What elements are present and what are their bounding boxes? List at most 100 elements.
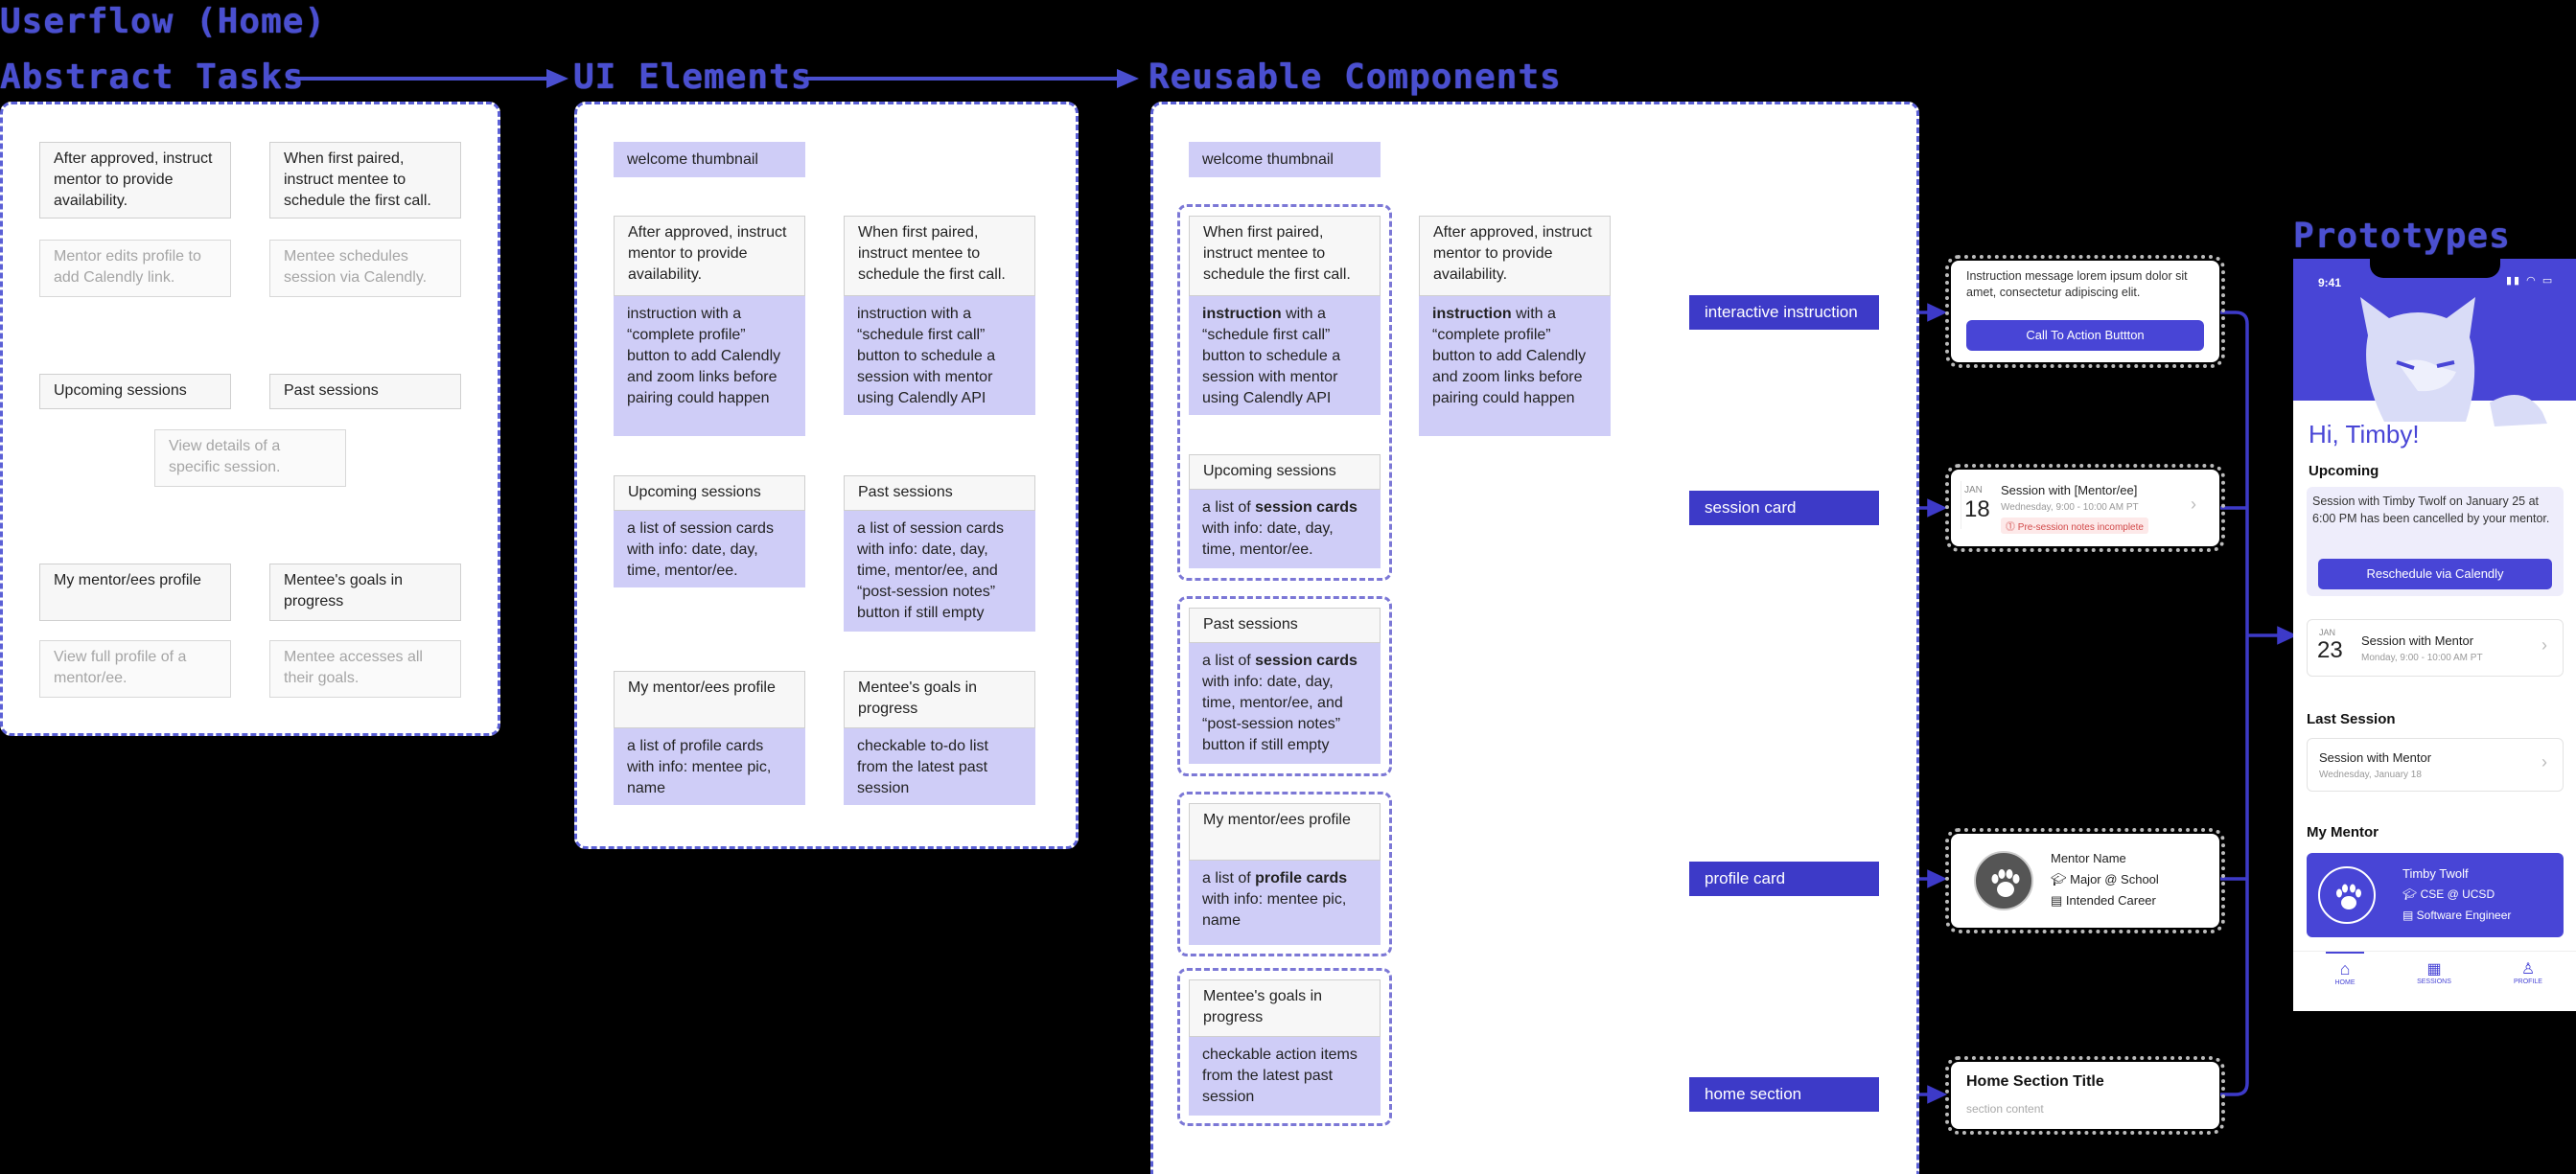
rc-group-instruction-upcoming: [1177, 204, 1392, 581]
bottom-nav: ⌂ HOME ▦ SESSIONS ♙ PROFILE: [2293, 951, 2576, 1011]
warning-icon: ⓵: [2006, 522, 2018, 533]
reschedule-button[interactable]: Reschedule via Calendly: [2318, 559, 2552, 589]
instruction-message: Instruction message lorem ipsum dolor si…: [1966, 269, 2188, 299]
mentor-name: Mentor Name: [2051, 851, 2126, 865]
session-warning: ⓵ Pre-session notes incomplete: [2001, 518, 2148, 534]
proto-home-section: Home Section Title section content: [1945, 1056, 2225, 1135]
rc-past: Past sessions: [1189, 608, 1381, 643]
status-time: 9:41: [2318, 276, 2342, 289]
calendar-icon: ▦: [2426, 961, 2442, 978]
ui-mentee-detail: instruction with a “schedule first call”…: [844, 296, 1035, 415]
rc-profile-detail: a list of profile cards with info: mente…: [1189, 861, 1381, 945]
ui-mentor-task: After approved, instruct mentor to provi…: [614, 216, 805, 296]
chevron-right-icon: ›: [2541, 752, 2547, 771]
mentor-card[interactable]: Timby Twolf 🎓︎ CSE @ UCSD ▤ Software Eng…: [2307, 853, 2564, 937]
subtask-view-session: View details of a specific session.: [154, 429, 346, 487]
ui-past: Past sessions: [844, 475, 1035, 511]
cta-button[interactable]: Call To Action Buttton: [1966, 320, 2204, 351]
session-time: Wednesday, 9:00 - 10:00 AM PT: [2001, 502, 2139, 513]
ui-goals: Mentee's goals in progress: [844, 671, 1035, 728]
rc-group-goals: [1177, 968, 1392, 1126]
proto-session-card: JAN 18 Session with [Mentor/ee] Wednesda…: [1945, 464, 2225, 552]
paw-icon: [2336, 884, 2361, 909]
briefcase-icon: ▤: [2402, 909, 2417, 922]
rc-goals-detail: checkable action items from the latest p…: [1189, 1037, 1381, 1116]
mentor-avatar: [2318, 866, 2376, 924]
component-session-card: session card: [1689, 491, 1879, 525]
task-past-sessions: Past sessions: [269, 374, 461, 409]
rc-profile: My mentor/ees profile: [1189, 803, 1381, 861]
ui-mentor-detail: instruction with a “complete profile” bu…: [614, 296, 805, 436]
last-session-title: Session with Mentor: [2319, 750, 2432, 765]
avatar: [1974, 851, 2033, 910]
rc-mentor-detail: instruction with a “complete profile” bu…: [1419, 296, 1611, 436]
component-home-section: home section: [1689, 1077, 1879, 1112]
briefcase-icon: ▤: [2051, 893, 2066, 908]
my-mentor-heading: My Mentor: [2307, 824, 2379, 840]
section-title-ui: UI Elements: [573, 58, 813, 97]
rc-group-past: [1177, 596, 1392, 776]
session-time: Monday, 9:00 - 10:00 AM PT: [2361, 653, 2483, 663]
chevron-right-icon: ›: [2541, 635, 2547, 655]
session-day: 23: [2317, 637, 2343, 663]
section-title-reusable: Reusable Components: [1149, 58, 1562, 97]
upcoming-session-card[interactable]: JAN 23 Session with Mentor Monday, 9:00 …: [2307, 619, 2564, 677]
rc-goals: Mentee's goals in progress: [1189, 979, 1381, 1037]
wolf-mascot-illustration: [2360, 297, 2547, 426]
proto-profile-card: Mentor Name 🎓︎ Major @ School ▤ Intended…: [1945, 828, 2225, 933]
subtask-access-goals: Mentee accesses all their goals.: [269, 640, 461, 698]
session-title: Session with Mentor: [2361, 633, 2474, 648]
ui-profile-detail: a list of profile cards with info: mente…: [614, 728, 805, 805]
task-mentee-schedule: When first paired, instruct mentee to sc…: [269, 142, 461, 219]
ui-profile: My mentor/ees profile: [614, 671, 805, 728]
mentor-job: ▤ Software Engineer: [2402, 909, 2512, 922]
component-profile-card: profile card: [1689, 862, 1879, 896]
task-mentee-goals: Mentee's goals in progress: [269, 564, 461, 621]
nav-home[interactable]: ⌂ HOME: [2326, 959, 2364, 986]
rc-mentor-task: After approved, instruct mentor to provi…: [1419, 216, 1611, 296]
mentor-name: Timby Twolf: [2402, 866, 2469, 881]
mentor-major: 🎓︎ Major @ School: [2051, 872, 2159, 886]
home-section-title: Home Section Title: [1966, 1073, 2104, 1090]
page-title: Userflow (Home): [0, 2, 327, 41]
last-session-card[interactable]: Session with Mentor Wednesday, January 1…: [2307, 738, 2564, 792]
phone-prototype: 9:41 ▮▮ ◠ ▭ Hi, Timby! Upcoming Session …: [2293, 259, 2576, 1011]
nav-profile[interactable]: ♙ PROFILE: [2504, 959, 2552, 985]
session-day: 18: [1964, 496, 1990, 522]
subtask-mentor-edit: Mentor edits profile to add Calendly lin…: [39, 240, 231, 297]
subtask-mentee-calendly: Mentee schedules session via Calendly.: [269, 240, 461, 297]
task-mentor-profile: My mentor/ees profile: [39, 564, 231, 621]
rc-group-profile: [1177, 792, 1392, 956]
chevron-right-icon[interactable]: ›: [2191, 495, 2196, 514]
paw-icon: [1991, 869, 2020, 897]
task-upcoming-sessions: Upcoming sessions: [39, 374, 231, 409]
nav-sessions[interactable]: ▦ SESSIONS: [2410, 959, 2458, 985]
greeting: Hi, Timby!: [2309, 420, 2420, 449]
rc-mentee-task: When first paired, instruct mentee to sc…: [1189, 216, 1381, 296]
ui-upcoming-detail: a list of session cards with info: date,…: [614, 511, 805, 587]
section-title-prototypes: Prototypes: [2293, 217, 2511, 256]
phone-notch: [2370, 259, 2500, 278]
subtask-view-profile: View full profile of a mentor/ee.: [39, 640, 231, 698]
rc-mentee-detail: instruction with a “schedule first call”…: [1189, 296, 1381, 415]
cancel-notice: Session with Timby Twolf on January 25 a…: [2307, 487, 2564, 596]
home-icon: ⌂: [2339, 959, 2351, 978]
ui-goals-detail: checkable to-do list from the latest pas…: [844, 728, 1035, 805]
status-icons: ▮▮ ◠ ▭: [2506, 275, 2555, 287]
rc-upcoming-detail: a list of session cards with info: date,…: [1189, 490, 1381, 568]
ui-upcoming: Upcoming sessions: [614, 475, 805, 511]
ui-welcome-thumbnail: welcome thumbnail: [614, 142, 805, 177]
graduation-cap-icon: 🎓︎: [2402, 887, 2421, 901]
session-month: JAN: [2319, 628, 2336, 637]
upcoming-heading: Upcoming: [2309, 463, 2379, 479]
session-title: Session with [Mentor/ee]: [2001, 483, 2138, 497]
person-icon: ♙: [2520, 961, 2536, 978]
task-mentor-availability: After approved, instruct mentor to provi…: [39, 142, 231, 219]
graduation-cap-icon: 🎓︎: [2051, 872, 2071, 886]
mentor-career: ▤ Intended Career: [2051, 893, 2156, 908]
component-interactive-instruction: interactive instruction: [1689, 295, 1879, 330]
ui-mentee-task: When first paired, instruct mentee to sc…: [844, 216, 1035, 296]
last-session-date: Wednesday, January 18: [2319, 770, 2422, 780]
last-session-heading: Last Session: [2307, 711, 2396, 727]
home-section-content: section content: [1966, 1102, 2044, 1116]
